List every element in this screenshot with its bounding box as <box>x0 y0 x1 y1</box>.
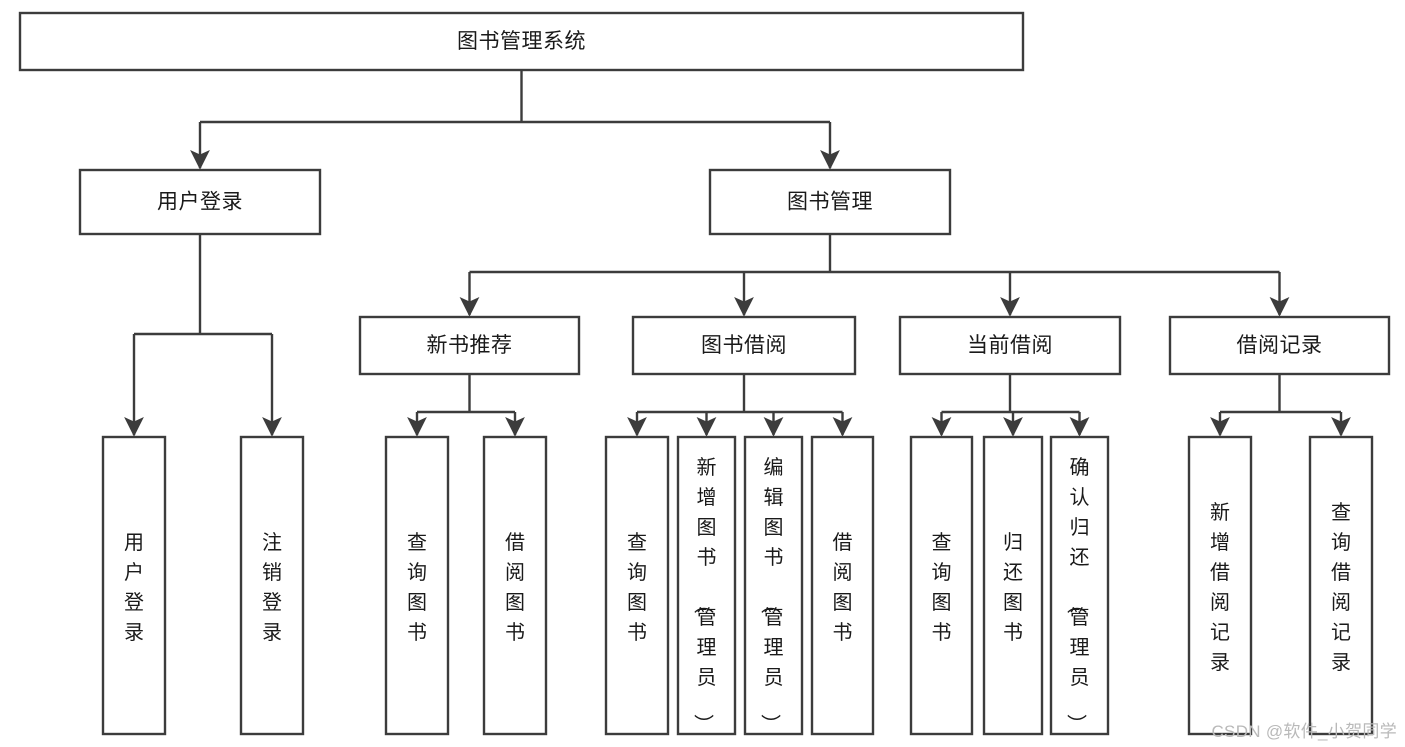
level3-node-2-box[interactable] <box>898 315 1122 376</box>
leaf-node-4[interactable]: 查询图书 <box>604 435 670 736</box>
connector-layer <box>124 70 1351 437</box>
level3-node-3-label: 借阅记录 <box>1237 334 1323 357</box>
leaf-node-9[interactable]: 归还图书 <box>982 435 1044 736</box>
leaf-node-3-box[interactable] <box>482 435 548 736</box>
leaf-node-12-box[interactable] <box>1308 435 1374 736</box>
leaf-node-3-label: 借阅图书 <box>505 531 525 644</box>
level2-node-0-box[interactable] <box>78 168 322 236</box>
level3-node-0-label: 新书推荐 <box>427 334 513 357</box>
leaf-node-7[interactable]: 借阅图书 <box>810 435 875 736</box>
level3-node-1[interactable]: 图书借阅 <box>631 315 857 376</box>
level3-node-2[interactable]: 当前借阅 <box>898 315 1122 376</box>
leaf-node-9-box[interactable] <box>982 435 1044 736</box>
leaf-node-9-label: 归还图书 <box>1003 531 1023 644</box>
root-node-book-management-system-box[interactable] <box>18 11 1025 72</box>
leaf-node-5[interactable]: 新增图书（管理员） <box>676 435 737 736</box>
node-layer: 图书管理系统用户登录图书管理新书推荐图书借阅当前借阅借阅记录用户登录注销登录查询… <box>18 11 1391 736</box>
leaf-node-1[interactable]: 注销登录 <box>239 435 305 736</box>
leaf-node-5-box[interactable] <box>676 435 737 736</box>
leaf-node-0-label: 用户登录 <box>124 532 144 644</box>
leaf-node-7-box[interactable] <box>810 435 875 736</box>
leaf-node-8-label: 查询图书 <box>932 531 952 644</box>
leaf-node-10-label: 确认归还（管理员） <box>1065 456 1090 734</box>
leaf-node-12-label: 查询借阅记录 <box>1331 501 1351 674</box>
leaf-node-4-label: 查询图书 <box>627 531 647 644</box>
leaf-node-0[interactable]: 用户登录 <box>101 435 167 736</box>
leaf-node-8-box[interactable] <box>909 435 974 736</box>
level2-node-0[interactable]: 用户登录 <box>78 168 322 236</box>
leaf-node-7-label: 借阅图书 <box>833 531 853 644</box>
leaf-node-6[interactable]: 编辑图书（管理员） <box>743 435 804 736</box>
leaf-node-1-box[interactable] <box>239 435 305 736</box>
leaf-node-11-box[interactable] <box>1187 435 1253 736</box>
level3-node-3-box[interactable] <box>1168 315 1391 376</box>
level2-node-1-label: 图书管理 <box>787 191 873 214</box>
leaf-node-3[interactable]: 借阅图书 <box>482 435 548 736</box>
level3-node-1-box[interactable] <box>631 315 857 376</box>
leaf-node-10-box[interactable] <box>1049 435 1110 736</box>
leaf-node-6-box[interactable] <box>743 435 804 736</box>
level2-node-1[interactable]: 图书管理 <box>708 168 952 236</box>
leaf-node-2-label: 查询图书 <box>407 531 427 644</box>
root-node-book-management-system[interactable]: 图书管理系统 <box>18 11 1025 72</box>
level3-node-0-box[interactable] <box>358 315 581 376</box>
leaf-node-0-box[interactable] <box>101 435 167 736</box>
leaf-node-4-box[interactable] <box>604 435 670 736</box>
leaf-node-2-box[interactable] <box>384 435 450 736</box>
leaf-node-11-label: 新增借阅记录 <box>1210 501 1230 674</box>
leaf-node-6-label: 编辑图书（管理员） <box>759 456 784 734</box>
level3-node-1-label: 图书借阅 <box>701 334 787 357</box>
csdn-watermark: CSDN @软件_小贺同学 <box>1211 722 1397 741</box>
leaf-node-12[interactable]: 查询借阅记录 <box>1308 435 1374 736</box>
leaf-node-10[interactable]: 确认归还（管理员） <box>1049 435 1110 736</box>
level3-node-3[interactable]: 借阅记录 <box>1168 315 1391 376</box>
leaf-node-11[interactable]: 新增借阅记录 <box>1187 435 1253 736</box>
leaf-node-8[interactable]: 查询图书 <box>909 435 974 736</box>
level3-node-0[interactable]: 新书推荐 <box>358 315 581 376</box>
leaf-node-1-label: 注销登录 <box>262 531 282 644</box>
leaf-node-2[interactable]: 查询图书 <box>384 435 450 736</box>
level2-node-0-label: 用户登录 <box>157 191 243 214</box>
root-node-book-management-system-label: 图书管理系统 <box>457 30 586 53</box>
level3-node-2-label: 当前借阅 <box>967 334 1053 357</box>
leaf-node-5-label: 新增图书（管理员） <box>692 456 717 734</box>
level2-node-1-box[interactable] <box>708 168 952 236</box>
